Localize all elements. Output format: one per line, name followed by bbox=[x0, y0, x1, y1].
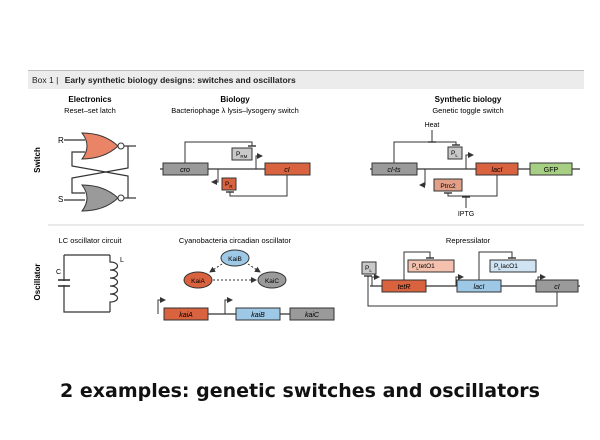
lc-c-label: C bbox=[56, 269, 61, 276]
lc-title: LC oscillator circuit bbox=[59, 236, 123, 245]
gene-gfp-label: GFP bbox=[544, 167, 559, 174]
promoter-prm bbox=[231, 147, 253, 161]
promoter-prm-label: PRM bbox=[236, 151, 248, 159]
rep-promoter-pl bbox=[361, 261, 377, 275]
kaic-protein bbox=[257, 271, 287, 289]
lc-oscillator: LC oscillator circuit C L bbox=[56, 236, 124, 313]
kaia-label: KaiA bbox=[191, 278, 205, 285]
kaic-label: KaiC bbox=[265, 278, 279, 285]
gene-laci-label: lacI bbox=[492, 167, 503, 174]
promoter-pr bbox=[221, 177, 237, 191]
lambda-switch: cro cI PRM PR bbox=[160, 141, 311, 197]
gene-kaic-label: kaiC bbox=[305, 312, 320, 319]
gene-ci-label: cI bbox=[284, 167, 290, 174]
kai-title: Cyanobacteria circadian oscillator bbox=[179, 236, 292, 245]
figure-canvas: Switch Oscillator Electronics Reset–set … bbox=[33, 95, 584, 321]
repressilator: Repressilator PL tetR PLtetO1 lacI PLlac… bbox=[361, 236, 580, 307]
gene-rep-laci-label: lacI bbox=[474, 284, 485, 291]
gene-gfp bbox=[529, 162, 573, 176]
promoter-pl bbox=[447, 146, 463, 160]
promoter-pl-label: PL bbox=[451, 150, 458, 158]
repressilator-title: Repressilator bbox=[446, 236, 491, 245]
slide-caption: 2 examples: genetic switches and oscilla… bbox=[60, 380, 540, 402]
gene-cro-label: cro bbox=[180, 167, 190, 174]
promoter-ptet bbox=[407, 259, 455, 273]
col-biology-subtitle: Bacteriophage λ lysis–lysogeny switch bbox=[171, 106, 299, 115]
col-electronics-title: Electronics bbox=[68, 95, 112, 104]
rep-promoter-pl-label: PL bbox=[365, 265, 372, 273]
kaib-protein bbox=[220, 249, 250, 267]
promoter-plac bbox=[489, 259, 537, 273]
col-synthetic-title: Synthetic biology bbox=[435, 95, 502, 104]
kaia-protein bbox=[183, 271, 213, 289]
row-label-switch: Switch bbox=[33, 147, 42, 173]
heat-label: Heat bbox=[425, 122, 440, 129]
gene-tetr-label: tetR bbox=[398, 284, 411, 291]
promoter-ptrc2 bbox=[433, 178, 463, 192]
gene-rep-ci-label: cI bbox=[554, 284, 560, 291]
gene-kaic bbox=[289, 307, 335, 321]
col-synthetic-subtitle: Genetic toggle switch bbox=[432, 106, 503, 115]
reset-set-latch: R S bbox=[58, 132, 136, 212]
gene-kaia bbox=[163, 307, 209, 321]
gene-kaia-label: kaiA bbox=[179, 312, 193, 319]
promoter-plac-label: PLlacO1 bbox=[494, 263, 518, 271]
row-label-oscillator: Oscillator bbox=[33, 264, 42, 301]
iptg-label: IPTG bbox=[458, 211, 474, 218]
inductor-coil bbox=[109, 255, 119, 312]
nor-gate-bottom bbox=[80, 184, 119, 212]
synthetic-biology-figure: Box 1 | Early synthetic biology designs:… bbox=[28, 70, 584, 321]
promoter-pr-label: PR bbox=[225, 181, 233, 189]
nor-gate-top bbox=[80, 132, 119, 160]
promoter-ptrc2-label: Ptrc2 bbox=[440, 183, 456, 190]
promoter-ptet-label: PLtetO1 bbox=[412, 263, 435, 271]
kaib-label: KaiB bbox=[228, 256, 242, 263]
box-number: Box 1 bbox=[32, 75, 54, 85]
latch-s-label: S bbox=[58, 195, 63, 204]
box-header: Box 1 | Early synthetic biology designs:… bbox=[28, 70, 584, 89]
gene-kaib-label: kaiB bbox=[251, 312, 265, 319]
col-electronics-subtitle: Reset–set latch bbox=[64, 106, 116, 115]
lc-l-label: L bbox=[120, 257, 124, 264]
box-title: Early synthetic biology designs: switche… bbox=[64, 75, 296, 85]
gene-kaib bbox=[235, 307, 281, 321]
toggle-switch: Heat cI-ts lacI GFP PL Ptrc2 IPTG bbox=[370, 122, 580, 218]
kai-oscillator: Cyanobacteria circadian oscillator KaiB … bbox=[157, 236, 335, 321]
latch-r-label: R bbox=[58, 136, 64, 145]
col-biology-title: Biology bbox=[220, 95, 250, 104]
gene-ci-ts-label: cI-ts bbox=[387, 167, 401, 174]
